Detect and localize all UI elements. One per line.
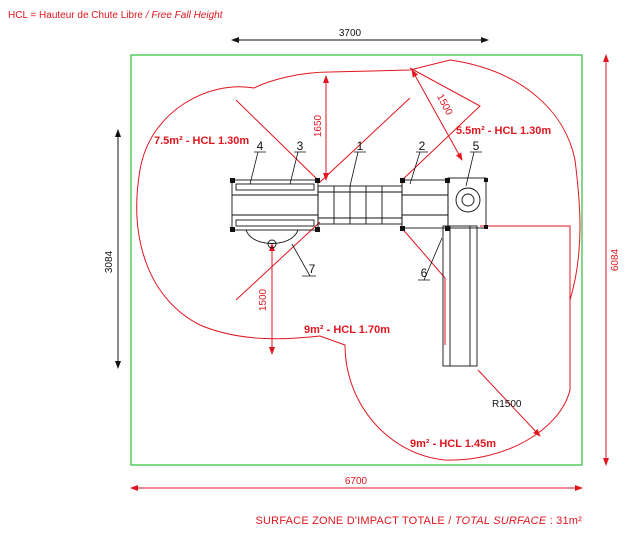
bottom-center-sector (399, 225, 446, 345)
total-surface-label-en: TOTAL SURFACE (454, 515, 547, 527)
zone-left-top: 7.5m² - HCL 1.30m (154, 135, 249, 147)
dim-1500-top-line (411, 69, 463, 161)
zone-slide: 9m² - HCL 1.45m (410, 438, 496, 450)
callout-6: 6 (421, 266, 428, 280)
tower-roof (447, 177, 487, 229)
callout-7: 7 (309, 262, 316, 276)
dim-1650: 1650 (313, 114, 324, 137)
slide (442, 225, 478, 367)
dim-top-width: 3700 (339, 28, 362, 39)
dim-overall-width: 6700 (345, 476, 368, 487)
climbing-element (245, 229, 299, 244)
callout-5: 5 (473, 139, 480, 153)
dim-right-height: 6084 (610, 248, 621, 271)
zone-center-bottom: 9m² - HCL 1.70m (304, 324, 390, 336)
dim-1500-top: 1500 (434, 92, 454, 117)
callout-1: 1 (357, 139, 364, 153)
total-surface-label: SURFACE ZONE D'IMPACT TOTALE / (255, 515, 452, 527)
total-surface-value: : 31m² (549, 515, 582, 527)
play-structure (231, 177, 487, 367)
callout-4: 4 (257, 139, 264, 153)
dim-radius: R1500 (492, 399, 522, 410)
total-surface: SURFACE ZONE D'IMPACT TOTALE / TOTAL SUR… (256, 515, 583, 527)
dim-left-height: 3084 (104, 250, 115, 273)
dim-1500-left: 1500 (258, 288, 269, 311)
bottom-left-sector (235, 221, 321, 301)
legend-abbr: HCL = Hauteur de Chute Libre (8, 10, 143, 21)
total-area-boundary (130, 54, 583, 466)
zone-right-top: 5.5m² - HCL 1.30m (456, 125, 551, 137)
posts (230, 178, 488, 232)
radius-arrow (477, 369, 541, 437)
callout-leaders (249, 151, 482, 281)
right-platform (401, 179, 449, 229)
callout-3: 3 (297, 139, 304, 153)
callout-2: 2 (419, 139, 426, 153)
slide-zone-edge (480, 225, 571, 300)
left-platform (231, 179, 319, 231)
impact-zone-outline (136, 59, 581, 461)
legend-translation: / Free Fall Height (145, 10, 223, 21)
hcl-legend: HCL = Hauteur de Chute Libre / Free Fall… (8, 10, 222, 21)
